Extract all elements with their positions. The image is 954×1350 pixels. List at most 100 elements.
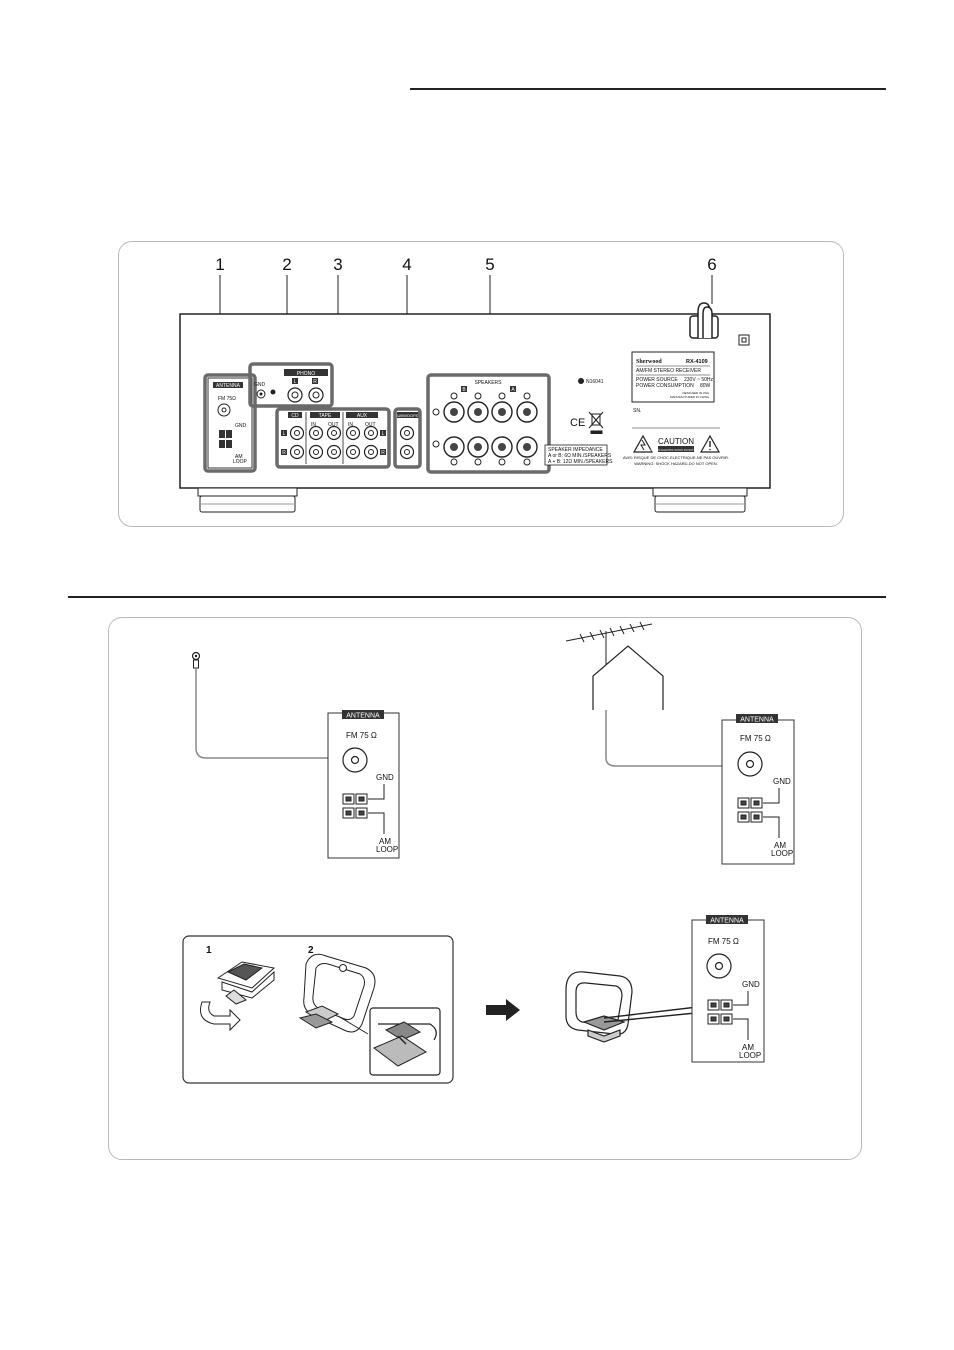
am-loop-antenna-icon xyxy=(565,971,633,1043)
svg-text:WARNING: SHOCK HAZARD-DO NOT O: WARNING: SHOCK HAZARD-DO NOT OPEN. xyxy=(634,461,718,466)
svg-text:AM: AM xyxy=(742,1043,754,1052)
svg-text:FM 75Ω: FM 75Ω xyxy=(218,396,236,402)
svg-text:R: R xyxy=(381,450,385,456)
rating-plate: Sherwood RX-4109 AM/FM STEREO RECEIVER P… xyxy=(631,351,715,403)
svg-text:OUT: OUT xyxy=(365,422,376,428)
svg-text:LOOP: LOOP xyxy=(739,1051,761,1060)
svg-text:R: R xyxy=(282,450,286,456)
svg-text:B: B xyxy=(462,387,466,393)
svg-text:N16041: N16041 xyxy=(586,379,604,385)
chassis-foot-left xyxy=(197,487,298,513)
rear-panel-box xyxy=(118,241,844,527)
fm-wire-antenna-diagram: ANTENNA FM 75 Ω GND AM LOOP xyxy=(191,651,400,859)
antenna-diagram-box xyxy=(108,617,862,1160)
svg-text:MANUFACTURED IN CHINA: MANUFACTURED IN CHINA xyxy=(670,395,709,399)
lightning-warning-icon xyxy=(632,434,654,453)
svg-text:AM: AM xyxy=(235,454,243,460)
svg-text:Sherwood: Sherwood xyxy=(636,359,662,365)
svg-text:RX-4109: RX-4109 xyxy=(686,359,708,365)
svg-text:ANTENNA: ANTENNA xyxy=(216,383,241,389)
svg-text:GND: GND xyxy=(773,777,791,786)
svg-text:A + B: 12Ω MIN./SPEAKERS: A + B: 12Ω MIN./SPEAKERS xyxy=(548,459,613,465)
svg-text:1: 1 xyxy=(206,945,212,956)
svg-text:POWER CONSUMPTION: POWER CONSUMPTION xyxy=(636,383,694,389)
highlight-1 xyxy=(203,373,257,473)
callout-6: 6 xyxy=(707,255,716,274)
power-cord xyxy=(689,302,719,339)
svg-text:A or B: 6Ω MIN./SPEAKERS: A or B: 6Ω MIN./SPEAKERS xyxy=(548,453,612,459)
highlight-4 xyxy=(393,407,422,469)
svg-text:ANTENNA: ANTENNA xyxy=(346,713,380,720)
am-loop-connection-diagram: ANTENNA FM 75 Ω GND AM LOOP xyxy=(565,915,765,1063)
phono-input-section: GND PHONO L R xyxy=(254,369,328,403)
svg-text:AM/FM STEREO RECEIVER: AM/FM STEREO RECEIVER xyxy=(636,368,701,374)
svg-text:LOOP: LOOP xyxy=(233,459,248,465)
svg-text:DESIGNED IN USA: DESIGNED IN USA xyxy=(682,391,709,395)
fm-terminal-am-diagram xyxy=(706,953,732,979)
svg-text:80W: 80W xyxy=(700,383,711,389)
fm-terminal-left xyxy=(342,747,368,773)
subwoofer-output-section: SUBWOOFER xyxy=(395,412,421,460)
house-icon xyxy=(592,645,664,710)
svg-text:PHONO: PHONO xyxy=(297,371,315,377)
loop-stand-step-illustration xyxy=(298,953,376,1035)
top-rule xyxy=(410,88,886,90)
antenna-terminal-section: ANTENNA FM 75Ω GND AM LOOP xyxy=(207,377,253,469)
svg-text:IN: IN xyxy=(348,422,353,428)
svg-text:AM: AM xyxy=(379,837,391,846)
svg-text:CAUTION: CAUTION xyxy=(658,437,694,446)
svg-text:TAPE: TAPE xyxy=(319,413,332,419)
section-rule xyxy=(68,596,886,598)
svg-text:GND: GND xyxy=(376,773,394,782)
loop-clip-detail-inset xyxy=(369,1007,441,1076)
svg-text:SPEAKER IMPEDANCE: SPEAKER IMPEDANCE xyxy=(548,447,603,453)
loop-fold-step-illustration xyxy=(200,961,276,1032)
callout-1: 1 xyxy=(215,255,224,274)
callout-2: 2 xyxy=(282,255,291,274)
svg-text:R: R xyxy=(313,379,317,385)
svg-text:L: L xyxy=(294,379,297,385)
outdoor-fm-antenna-diagram: ANTENNA FM 75 Ω GND AM LOOP xyxy=(565,621,795,865)
fm-wire-cable xyxy=(195,668,346,759)
fm-outdoor-cable xyxy=(605,710,740,767)
svg-text:FM 75 Ω: FM 75 Ω xyxy=(740,734,771,743)
svg-text:L: L xyxy=(283,431,286,437)
svg-text:SPEAKERS: SPEAKERS xyxy=(475,380,503,386)
svg-text:CD: CD xyxy=(291,413,299,419)
svg-text:POWER SOURCE: POWER SOURCE xyxy=(636,377,678,383)
right-arrow-icon xyxy=(486,999,520,1021)
caution-warning-block: CAUTION RISK OF ELECTRIC SHOCK DO NOT OP… xyxy=(623,434,729,466)
am-gnd-terminals-connected xyxy=(707,999,733,1025)
svg-text:230V ~ 50Hz: 230V ~ 50Hz xyxy=(684,377,714,383)
speaker-terminal-section: SPEAKERS B A xyxy=(432,380,538,466)
svg-text:SUBWOOFER: SUBWOOFER xyxy=(395,413,421,418)
highlight-2 xyxy=(248,362,334,408)
svg-text:OUT: OUT xyxy=(328,422,339,428)
rear-panel-illustration: 1 2 3 4 5 6 xyxy=(179,255,771,513)
callout-4: 4 xyxy=(402,255,411,274)
am-loop-assembly-box: 1 2 xyxy=(182,935,454,1084)
double-insulation-mark xyxy=(738,334,750,346)
ce-mark: CE xyxy=(570,417,585,429)
svg-text:RISK OF ELECTRIC SHOCK DO NOT: RISK OF ELECTRIC SHOCK DO NOT OPEN xyxy=(651,449,702,452)
svg-text:GND: GND xyxy=(742,980,760,989)
roof-aerial-icon xyxy=(565,621,653,666)
svg-text:AUX: AUX xyxy=(357,413,368,419)
svg-text:ANTENNA: ANTENNA xyxy=(710,918,744,925)
svg-text:2: 2 xyxy=(308,945,314,956)
highlight-3 xyxy=(275,407,391,469)
svg-text:LOOP: LOOP xyxy=(376,845,398,854)
svg-text:L: L xyxy=(382,431,385,437)
speaker-impedance-label: SPEAKER IMPEDANCE A or B: 6Ω MIN./SPEAKE… xyxy=(544,444,613,466)
svg-text:FM 75 Ω: FM 75 Ω xyxy=(708,937,739,946)
weee-bin-icon xyxy=(588,411,604,434)
chassis-foot-right xyxy=(652,487,748,513)
am-gnd-terminals-left xyxy=(342,793,368,819)
svg-text:FM 75 Ω: FM 75 Ω xyxy=(346,731,377,740)
cert-mark-icon xyxy=(578,378,584,384)
svg-text:LOOP: LOOP xyxy=(771,849,793,858)
svg-text:GND: GND xyxy=(235,423,247,429)
fm-terminal-right xyxy=(737,751,763,777)
callout-3: 3 xyxy=(333,255,342,274)
